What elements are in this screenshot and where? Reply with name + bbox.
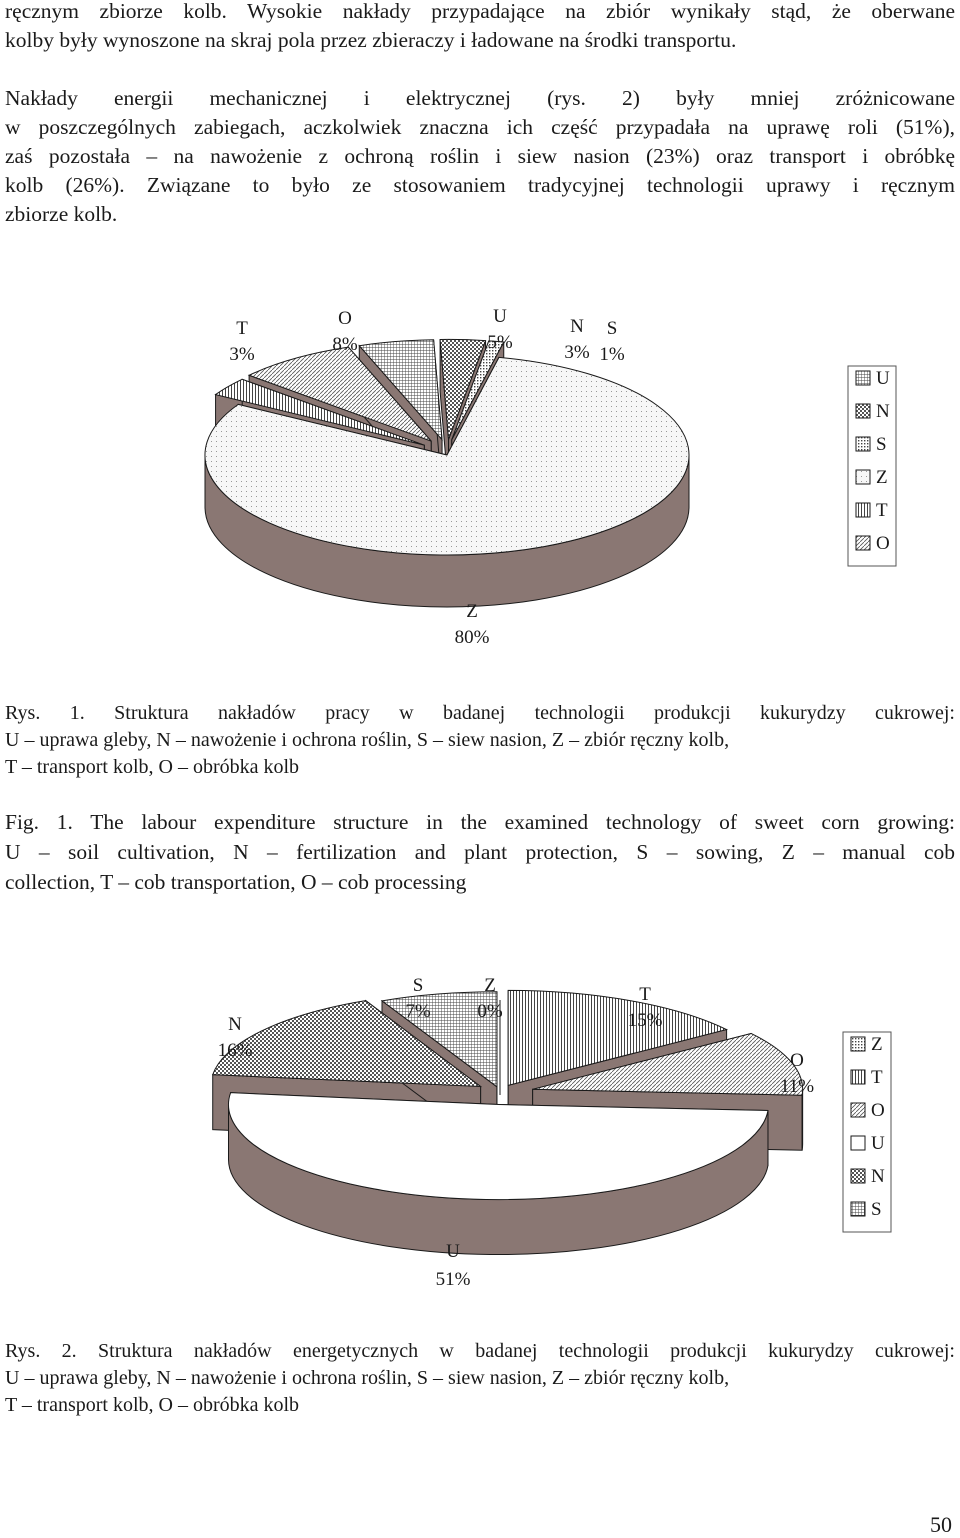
legend-item-z: Z bbox=[855, 467, 888, 488]
text-line: kolb (26%). Związane to było ze stosowan… bbox=[5, 173, 955, 197]
legend-item-t: T bbox=[850, 1067, 883, 1088]
text-line: zbiorze kolb. bbox=[5, 202, 118, 226]
legend-label: U bbox=[876, 368, 890, 389]
pie-label-s: S bbox=[607, 318, 618, 339]
legend-label: O bbox=[876, 533, 890, 554]
pie-value-t: 3% bbox=[229, 344, 255, 365]
caption-line: T – transport kolb, O – obróbka kolb bbox=[5, 756, 300, 778]
page-number: 50 bbox=[930, 1512, 952, 1537]
legend-label: S bbox=[871, 1199, 882, 1220]
pie-value-n: 16% bbox=[218, 1040, 253, 1061]
pie-label-t: T bbox=[639, 984, 651, 1005]
legend-label: O bbox=[871, 1100, 885, 1121]
caption-line: U – soil cultivation, N – fertilization … bbox=[5, 840, 955, 864]
legend-swatch bbox=[850, 1069, 866, 1085]
pie-value-u: 5% bbox=[487, 332, 513, 353]
energy-paragraph: Nakłady energii mechanicznej i elektrycz… bbox=[5, 84, 955, 229]
caption-fig-1: Fig. 1. The labour expenditure structure… bbox=[5, 807, 955, 897]
caption-line: U – uprawa gleby, N – nawożenie i ochron… bbox=[5, 729, 730, 751]
legend-swatch bbox=[855, 370, 871, 386]
text-line: zaś pozostała – na nawożenie z ochroną r… bbox=[5, 144, 955, 168]
caption-line: U – uprawa gleby, N – nawożenie i ochron… bbox=[5, 1367, 730, 1389]
legend-item-s: S bbox=[850, 1199, 882, 1220]
legend-swatch bbox=[850, 1168, 866, 1184]
pie-value-s: 7% bbox=[405, 1001, 431, 1022]
pie-value-t: 15% bbox=[628, 1010, 663, 1031]
caption-line: Rys. 1. Struktura nakładów pracy w badan… bbox=[5, 702, 955, 724]
pie-value-o: 11% bbox=[780, 1076, 814, 1097]
pie-label-u: U bbox=[446, 1241, 460, 1262]
pie-value-z: 80% bbox=[455, 627, 490, 648]
caption-rys-2: Rys. 2. Struktura nakładów energetycznyc… bbox=[5, 1338, 955, 1419]
legend-label: T bbox=[871, 1067, 883, 1088]
caption-line: Fig. 1. The labour expenditure structure… bbox=[5, 810, 955, 834]
legend-swatch bbox=[850, 1135, 866, 1151]
pie-label-z: Z bbox=[484, 975, 496, 996]
legend-item-s: S bbox=[855, 434, 887, 455]
legend-swatch bbox=[850, 1102, 866, 1118]
pie-label-s: S bbox=[413, 975, 424, 996]
legend-label: T bbox=[876, 500, 888, 521]
pie-value-s: 1% bbox=[599, 344, 625, 365]
legend-item-z: Z bbox=[850, 1034, 883, 1055]
pie-value-u: 51% bbox=[436, 1269, 471, 1290]
text-line: ręcznym zbiorze kolb. Wysokie nakłady pr… bbox=[5, 0, 955, 23]
pie-data-labels: T 3% O 8% U 5% N 3% S 1% bbox=[229, 306, 625, 365]
caption-line: collection, T – cob transportation, O – … bbox=[5, 870, 467, 894]
intro-paragraph: ręcznym zbiorze kolb. Wysokie nakłady pr… bbox=[5, 0, 955, 55]
pie-slice-u bbox=[227, 1092, 769, 1256]
pie-label-n: N bbox=[228, 1014, 242, 1035]
pie-label-n: N bbox=[570, 316, 584, 337]
legend-label: N bbox=[871, 1166, 885, 1187]
legend-item-t: T bbox=[855, 500, 888, 521]
pie-label-t: T bbox=[236, 318, 248, 339]
pie-label-o: O bbox=[790, 1050, 804, 1071]
legend-label: S bbox=[876, 434, 887, 455]
legend-item-n: N bbox=[850, 1166, 885, 1187]
caption-line: T – transport kolb, O – obróbka kolb bbox=[5, 1394, 300, 1416]
legend-swatch bbox=[855, 403, 871, 419]
text-line: kolby były wynoszone na skraj pola przez… bbox=[5, 28, 737, 52]
pie-slice-z bbox=[204, 356, 690, 608]
legend-swatch bbox=[855, 502, 871, 518]
legend-item-u: U bbox=[850, 1133, 885, 1154]
caption-line: Rys. 2. Struktura nakładów energetycznyc… bbox=[5, 1340, 955, 1362]
legend-item-u: U bbox=[855, 368, 890, 389]
caption-rys-1: Rys. 1. Struktura nakładów pracy w badan… bbox=[5, 700, 955, 781]
text-line: Nakłady energii mechanicznej i elektrycz… bbox=[5, 86, 955, 110]
legend-item-n: N bbox=[855, 401, 890, 422]
pie-value-n: 3% bbox=[564, 342, 590, 363]
pie-label-z: Z bbox=[466, 601, 478, 622]
pie-data-labels: N 16% S 7% Z 0% T 15% O 11% bbox=[218, 975, 815, 1097]
legend-item-o: O bbox=[855, 533, 890, 554]
pie-value-o: 8% bbox=[332, 334, 358, 355]
legend-swatch bbox=[850, 1036, 866, 1052]
legend-label: N bbox=[876, 401, 890, 422]
pie-label-o: O bbox=[338, 308, 352, 329]
legend-swatch bbox=[855, 535, 871, 551]
pie-group bbox=[212, 989, 804, 1256]
legend-swatch bbox=[855, 469, 871, 485]
pie-value-z: 0% bbox=[477, 1001, 503, 1022]
legend-swatch bbox=[855, 436, 871, 452]
pie-label-u: U bbox=[493, 306, 507, 327]
legend-label: Z bbox=[876, 467, 888, 488]
legend-swatch bbox=[850, 1201, 866, 1217]
legend-label: U bbox=[871, 1133, 885, 1154]
legend-label: Z bbox=[871, 1034, 883, 1055]
pie-group bbox=[204, 338, 690, 608]
text-line: w poszczególnych zabiegach, aczkolwiek z… bbox=[5, 115, 955, 139]
legend-item-o: O bbox=[850, 1100, 885, 1121]
